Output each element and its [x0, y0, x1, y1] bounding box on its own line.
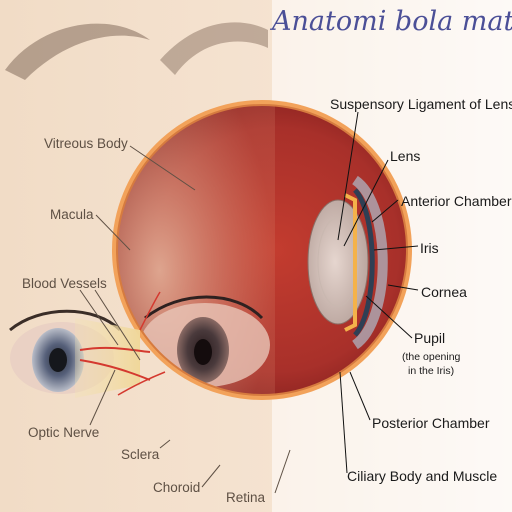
label-sclera: Sclera: [121, 447, 160, 462]
label-suspensory-ligament: Suspensory Ligament of Lens: [330, 96, 512, 112]
label-ciliary-body: Ciliary Body and Muscle: [347, 468, 498, 484]
leader-blood-vessels-2: [94, 289, 141, 361]
label-vitreous-body: Vitreous Body: [44, 136, 128, 151]
lens-shape: [307, 199, 369, 325]
left-face-pupil: [49, 348, 67, 372]
leader-ciliary-body: [339, 371, 348, 474]
label-pupil-note-line2: in the Iris): [408, 365, 455, 377]
label-posterior-chamber: Posterior Chamber: [372, 415, 490, 431]
leader-pupil: [365, 295, 413, 339]
globe-face-lashes: [144, 295, 264, 320]
label-cornea: Cornea: [421, 284, 467, 300]
blood-vessel-3: [117, 371, 166, 396]
leader-sclera: [159, 439, 171, 449]
ciliary-body-shape: [344, 193, 357, 332]
label-retina: Retina: [226, 490, 266, 505]
optic-nerve-shape: [75, 318, 140, 398]
right-eyebrow: [160, 22, 268, 75]
blood-vessel-1: [79, 346, 151, 353]
blood-vessel-4: [139, 291, 161, 331]
leader-suspensory: [337, 111, 359, 241]
leader-posterior-chamber: [349, 371, 371, 421]
label-pupil: Pupil: [414, 330, 446, 346]
label-optic-nerve: Optic Nerve: [28, 425, 100, 440]
label-blood-vessels: Blood Vessels: [22, 276, 107, 291]
leader-anterior-chamber: [371, 199, 399, 223]
label-lens: Lens: [390, 148, 421, 164]
label-iris: Iris: [420, 240, 439, 256]
leader-blood-vessels-1: [79, 289, 119, 346]
left-face-lashes: [9, 309, 122, 332]
leader-cornea: [387, 284, 419, 291]
left-eyebrow: [5, 23, 150, 80]
leader-lines: [337, 111, 419, 474]
left-leader-lines: [79, 145, 291, 494]
lens-inner-ring: [317, 217, 359, 307]
leader-optic-nerve: [89, 369, 116, 426]
cornea-shape: [351, 175, 388, 350]
iris-shape: [353, 188, 375, 337]
leader-retina: [274, 449, 291, 494]
leader-macula: [95, 214, 131, 251]
globe-face-pupil: [194, 339, 212, 365]
choroid-layer: [116, 104, 408, 396]
label-pupil-note-line1: (the opening: [402, 351, 461, 363]
blood-vessel-2: [79, 359, 151, 381]
label-choroid: Choroid: [153, 480, 201, 495]
label-macula: Macula: [50, 207, 94, 222]
diagram-title: Anatomi bola mata: [272, 6, 512, 37]
label-anterior-chamber: Anterior Chamber: [401, 193, 512, 209]
leader-vitreous: [129, 145, 196, 191]
leader-choroid: [201, 464, 221, 488]
leader-lens: [343, 159, 389, 247]
leader-iris: [373, 245, 419, 251]
